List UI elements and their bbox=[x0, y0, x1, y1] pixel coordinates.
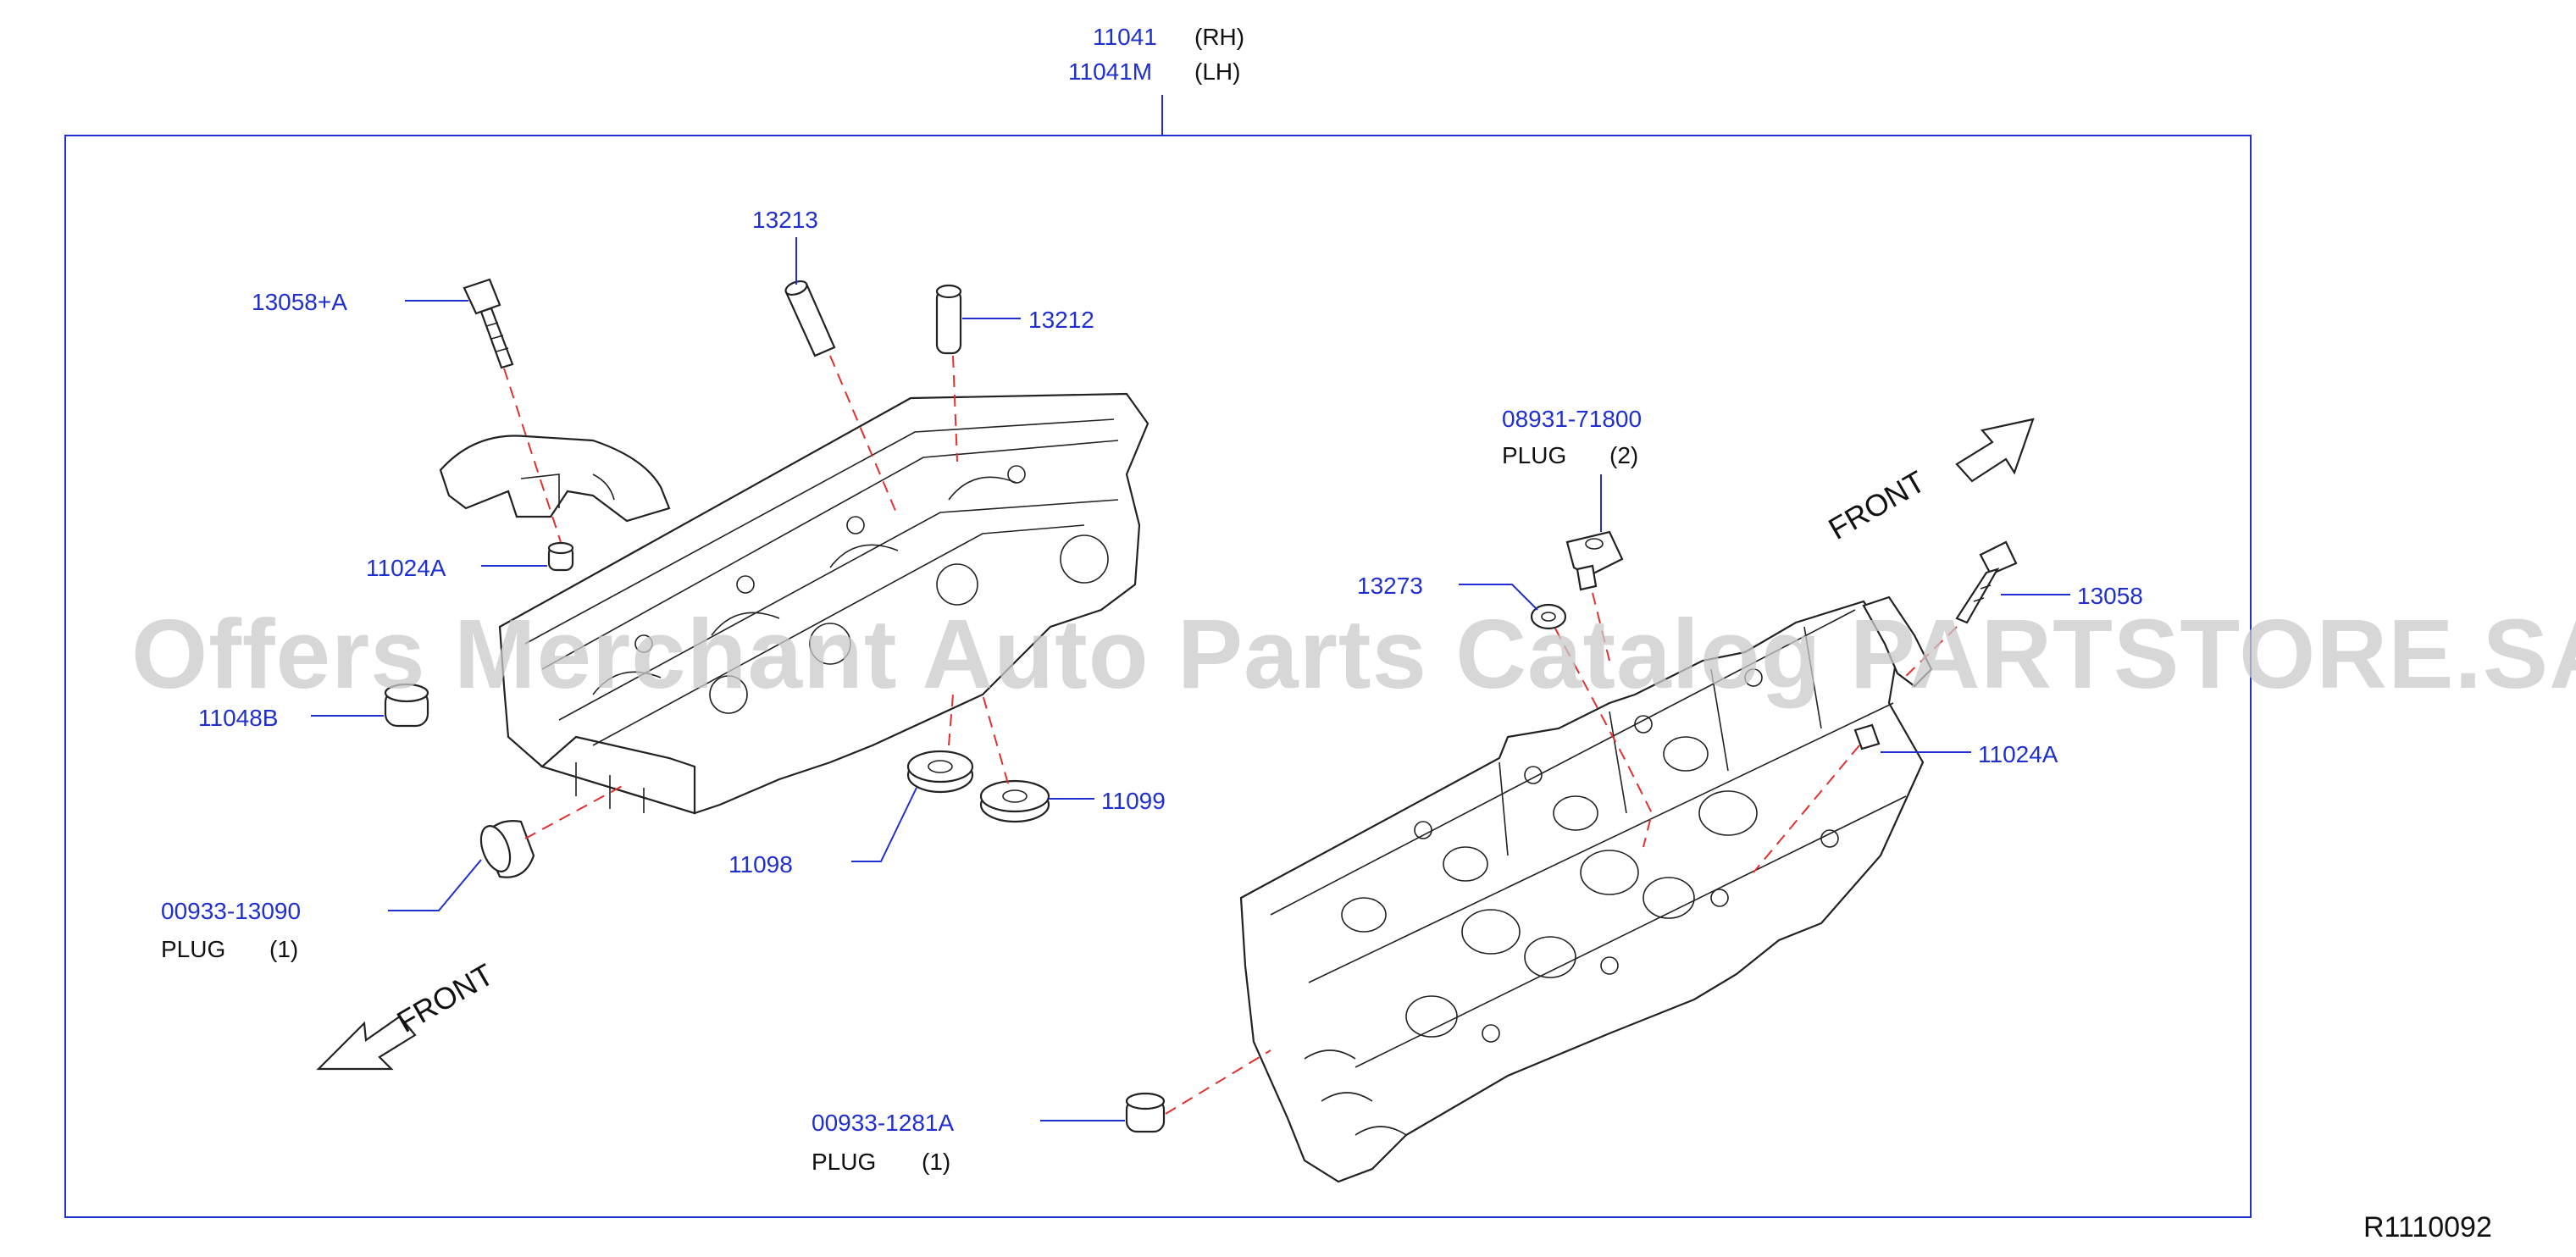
callout-13212[interactable]: 13212 bbox=[962, 307, 1094, 333]
front-arrow-left: FRONT bbox=[316, 956, 500, 1071]
part-number-11098[interactable]: 11098 bbox=[728, 851, 793, 878]
washer-13273-drawing bbox=[1530, 603, 1567, 630]
plug-00933-13090-drawing bbox=[479, 820, 535, 878]
callout-13213[interactable]: 13213 bbox=[752, 207, 818, 285]
bolt-13058-drawing bbox=[1955, 540, 2018, 624]
callout-13058-a[interactable]: 13058+A bbox=[252, 289, 468, 315]
washer-11099-drawing bbox=[979, 779, 1050, 823]
diagram-frame bbox=[64, 135, 2252, 1218]
part-number-00933-1281a[interactable]: 00933-1281A bbox=[812, 1110, 954, 1136]
left-cylinder-head-drawing bbox=[439, 392, 1150, 815]
part-number-00933-13090[interactable]: 00933-13090 bbox=[161, 898, 301, 924]
callout-11098[interactable]: 11098 bbox=[728, 787, 917, 878]
callout-08931-71800[interactable]: 08931-71800 PLUG (2) bbox=[1502, 406, 1642, 532]
dowel-11024a-right-drawing bbox=[1853, 723, 1881, 750]
part-number-11024a-left[interactable]: 11024A bbox=[366, 555, 446, 581]
plug-qty-top-right: (2) bbox=[1609, 442, 1638, 468]
front-label-left: FRONT bbox=[391, 956, 500, 1039]
part-number-11041[interactable]: 11041 bbox=[1093, 24, 1157, 50]
side-rh-label: (RH) bbox=[1194, 24, 1244, 50]
callout-11099[interactable]: 11099 bbox=[1049, 788, 1166, 814]
part-number-11024a-right[interactable]: 11024A bbox=[1978, 741, 2058, 767]
callout-11024a-right[interactable]: 11024A bbox=[1881, 741, 2058, 767]
part-number-11099[interactable]: 11099 bbox=[1101, 788, 1166, 814]
front-arrow-right: FRONT bbox=[1823, 418, 2035, 546]
right-cylinder-head-drawing bbox=[1239, 595, 1933, 1183]
dowel-11024a-left-drawing bbox=[547, 541, 574, 572]
plug-label-left: PLUG bbox=[161, 936, 225, 962]
part-number-11041m[interactable]: 11041M bbox=[1068, 58, 1152, 85]
callout-11048b[interactable]: 11048B bbox=[198, 705, 384, 731]
callout-00933-13090[interactable]: 00933-13090 PLUG (1) bbox=[161, 859, 482, 962]
part-number-13058-a[interactable]: 13058+A bbox=[252, 289, 347, 315]
leader-00933-13090 bbox=[388, 859, 482, 911]
part-number-11048b[interactable]: 11048B bbox=[198, 705, 278, 731]
diagram-reference-id: R1110092 bbox=[2363, 1211, 2492, 1243]
plug-qty-bottom: (1) bbox=[922, 1149, 950, 1175]
plug-11048b-drawing bbox=[384, 683, 429, 728]
left-assembly-lines bbox=[503, 355, 1009, 839]
plug-label-bottom: PLUG bbox=[812, 1149, 876, 1175]
part-number-13212[interactable]: 13212 bbox=[1028, 307, 1094, 333]
front-label-right: FRONT bbox=[1823, 463, 1931, 546]
callout-13273[interactable]: 13273 bbox=[1357, 573, 1538, 611]
part-number-13058[interactable]: 13058 bbox=[2077, 583, 2143, 609]
leader-11098 bbox=[851, 787, 917, 862]
plug-qty-left: (1) bbox=[269, 936, 298, 962]
callout-00933-1281a[interactable]: 00933-1281A PLUG (1) bbox=[812, 1110, 1125, 1175]
plug-label-top-right: PLUG bbox=[1502, 442, 1566, 468]
header-part-lh[interactable]: 11041M (LH) bbox=[1068, 58, 1240, 85]
callout-11024a-left[interactable]: 11024A bbox=[366, 555, 547, 581]
header-part-rh[interactable]: 11041 (RH) bbox=[1093, 24, 1244, 50]
part-number-13273[interactable]: 13273 bbox=[1357, 573, 1423, 599]
plug-08931-71800-drawing bbox=[1565, 530, 1624, 591]
part-number-08931-71800[interactable]: 08931-71800 bbox=[1502, 406, 1642, 432]
plug-00933-1281a-drawing bbox=[1125, 1092, 1166, 1133]
bolt-13058-a-drawing bbox=[463, 278, 514, 369]
right-assembly-lines bbox=[1165, 592, 1958, 1115]
part-number-13213[interactable]: 13213 bbox=[752, 207, 818, 233]
washer-11098-drawing bbox=[906, 750, 974, 794]
watermark-text: Offers Merchant Auto Parts Catalog PARTS… bbox=[131, 599, 2576, 709]
side-lh-label: (LH) bbox=[1194, 58, 1240, 85]
dowel-13212-drawing bbox=[935, 284, 962, 355]
dowel-13213-drawing bbox=[784, 280, 836, 357]
callout-13058[interactable]: 13058 bbox=[2001, 583, 2143, 609]
leader-13273 bbox=[1459, 584, 1538, 611]
